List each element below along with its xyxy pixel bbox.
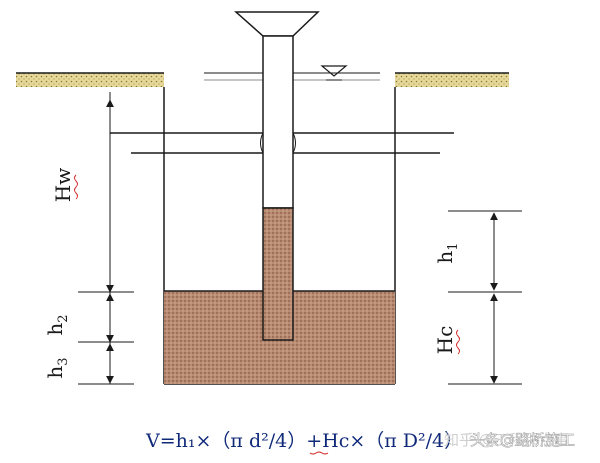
pipe-concrete xyxy=(262,207,294,341)
svg-text:h1: h1 xyxy=(433,242,461,263)
label-h2: h xyxy=(43,323,67,336)
label-h1-sub: 1 xyxy=(446,242,461,250)
svg-text:h2: h2 xyxy=(43,314,71,335)
funnel xyxy=(234,11,320,37)
label-hw: Hw xyxy=(51,168,75,203)
label-hc: Hc xyxy=(433,326,457,355)
ground-right xyxy=(395,73,509,87)
label-h1-group: h1 xyxy=(433,242,461,263)
watermark-source: 头条@路桥施工 xyxy=(470,431,575,449)
label-h3-group: h3 xyxy=(43,357,71,378)
ground-left xyxy=(16,73,164,87)
label-h3: h xyxy=(43,366,67,379)
label-h2-sub: 2 xyxy=(56,314,71,322)
label-h1: h xyxy=(433,251,457,264)
label-h3-sub: 3 xyxy=(56,357,71,365)
label-hc-group: Hc xyxy=(433,326,460,355)
watermark-site: 知乎 @工程那点事 xyxy=(444,431,569,449)
tremie-pipe xyxy=(262,35,294,209)
volume-formula: V=h₁×（π d²/4）+Hc×（π D²/4） xyxy=(145,430,463,452)
svg-text:h3: h3 xyxy=(43,357,71,378)
label-h2-group: h2 xyxy=(43,314,71,335)
label-hw-group: Hw xyxy=(51,168,78,203)
water-level-icon xyxy=(320,65,348,77)
